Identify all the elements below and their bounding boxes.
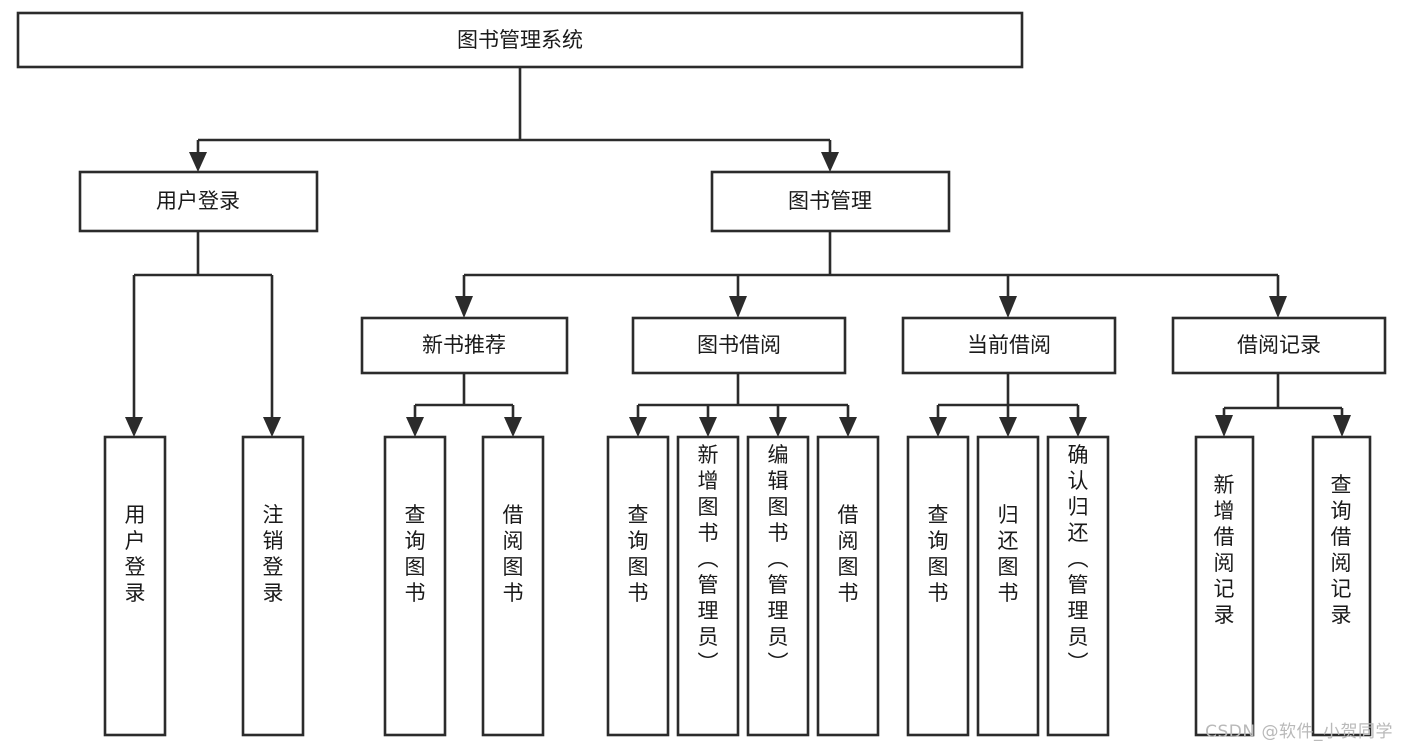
node-leaf-add-book[interactable]: 新增图书︵管理员︶ xyxy=(676,435,740,737)
node-leaf-borrow-book-1-label: 借阅图书 xyxy=(503,503,524,605)
node-leaf-user-logout-box[interactable] xyxy=(241,435,305,737)
node-leaf-query-record-box[interactable] xyxy=(1311,435,1372,737)
connector-borrow-to-leaves xyxy=(636,373,850,423)
node-root-label: 图书管理系统 xyxy=(457,28,583,52)
node-leaf-confirm-return-label: 确认归还︵管理员︶ xyxy=(1068,443,1089,675)
node-leaf-query-record[interactable]: 查询借阅记录 xyxy=(1311,435,1372,737)
arrow-head-leaf-return-book xyxy=(999,417,1017,437)
node-leaf-add-record[interactable]: 新增借阅记录 xyxy=(1194,435,1255,737)
node-leaf-edit-book-box[interactable] xyxy=(746,435,810,737)
node-leaf-query-record-label: 查询借阅记录 xyxy=(1331,473,1352,627)
node-leaf-return-book-label: 归还图书 xyxy=(998,503,1019,605)
arrow-head-leaf-confirm-return xyxy=(1069,417,1087,437)
node-leaf-borrow-book-2[interactable]: 借阅图书 xyxy=(816,435,880,737)
node-leaf-query-book-3-label: 查询图书 xyxy=(928,503,949,605)
arrow-head-leaf-add-record xyxy=(1215,415,1233,437)
node-current-borrow[interactable]: 当前借阅 xyxy=(901,316,1117,375)
node-leaf-add-record-label: 新增借阅记录 xyxy=(1214,473,1235,627)
node-leaf-user-login-box[interactable] xyxy=(103,435,167,737)
node-leaf-query-book-1-label: 查询图书 xyxy=(405,503,426,605)
arrow-head-leaf-query-book-1 xyxy=(406,417,424,437)
arrow-head-book-management xyxy=(821,152,839,172)
arrow-head-book-borrow xyxy=(729,296,747,318)
node-borrow-record[interactable]: 借阅记录 xyxy=(1171,316,1387,375)
connector-current-to-leaves xyxy=(936,373,1080,423)
node-leaf-query-book-2-label: 查询图书 xyxy=(628,503,649,605)
arrow-head-user-login xyxy=(189,152,207,172)
arrow-head-leaf-query-book-2 xyxy=(629,417,647,437)
arrow-head-leaf-add-book xyxy=(699,417,717,437)
node-borrow-record-label: 借阅记录 xyxy=(1237,333,1321,357)
node-leaf-user-login-label: 用户登录 xyxy=(125,503,146,605)
node-leaf-borrow-book-2-label: 借阅图书 xyxy=(838,503,859,605)
arrow-head-new-book-recommend xyxy=(455,296,473,318)
node-leaf-return-book[interactable]: 归还图书 xyxy=(976,435,1040,737)
node-book-management[interactable]: 图书管理 xyxy=(710,170,951,233)
connector-userlogin-to-leaves xyxy=(132,231,274,423)
node-leaf-user-logout[interactable]: 注销登录 xyxy=(241,435,305,737)
node-leaf-query-book-2-box[interactable] xyxy=(606,435,670,737)
arrow-head-leaf-borrow-book-2 xyxy=(839,417,857,437)
node-leaf-confirm-return-box[interactable] xyxy=(1046,435,1110,737)
node-leaf-query-book-1-box[interactable] xyxy=(383,435,447,737)
node-leaf-user-login[interactable]: 用户登录 xyxy=(103,435,167,737)
connector-bookmgmt-to-level2 xyxy=(462,231,1280,302)
node-user-login-box[interactable] xyxy=(78,170,319,233)
arrow-head-leaf-user-logout xyxy=(263,417,281,437)
node-leaf-edit-book[interactable]: 编辑图书︵管理员︶ xyxy=(746,435,810,737)
node-new-book-recommend-box[interactable] xyxy=(360,316,569,375)
node-user-login[interactable]: 用户登录 xyxy=(78,170,319,233)
node-leaf-borrow-book-1-box[interactable] xyxy=(481,435,545,737)
node-book-management-label: 图书管理 xyxy=(788,189,872,213)
arrow-head-leaf-query-book-3 xyxy=(929,417,947,437)
node-current-borrow-label: 当前借阅 xyxy=(967,333,1051,357)
node-book-borrow-box[interactable] xyxy=(631,316,847,375)
connector-root-to-level1 xyxy=(196,67,832,158)
node-leaf-return-book-box[interactable] xyxy=(976,435,1040,737)
node-book-borrow[interactable]: 图书借阅 xyxy=(631,316,847,375)
connector-record-to-leaves xyxy=(1222,373,1344,423)
arrow-head-leaf-edit-book xyxy=(769,417,787,437)
node-leaf-borrow-book-1[interactable]: 借阅图书 xyxy=(481,435,545,737)
node-leaf-query-book-3[interactable]: 查询图书 xyxy=(906,435,970,737)
node-leaf-query-book-3-box[interactable] xyxy=(906,435,970,737)
node-current-borrow-box[interactable] xyxy=(901,316,1117,375)
arrow-head-borrow-record xyxy=(1269,296,1287,318)
node-book-borrow-label: 图书借阅 xyxy=(697,333,781,357)
csdn-watermark: CSDN @软件_小贺同学 xyxy=(1205,722,1393,742)
arrow-head-leaf-query-record xyxy=(1333,415,1351,437)
node-leaf-user-logout-label: 注销登录 xyxy=(263,503,284,605)
node-leaf-borrow-book-2-box[interactable] xyxy=(816,435,880,737)
node-borrow-record-box[interactable] xyxy=(1171,316,1387,375)
node-leaf-confirm-return[interactable]: 确认归还︵管理员︶ xyxy=(1046,435,1110,737)
node-new-book-recommend-label: 新书推荐 xyxy=(422,333,506,357)
node-leaf-query-book-1[interactable]: 查询图书 xyxy=(383,435,447,737)
node-new-book-recommend[interactable]: 新书推荐 xyxy=(360,316,569,375)
node-user-login-label: 用户登录 xyxy=(156,189,240,213)
node-book-management-box[interactable] xyxy=(710,170,951,233)
node-leaf-add-record-box[interactable] xyxy=(1194,435,1255,737)
node-leaf-add-book-box[interactable] xyxy=(676,435,740,737)
node-root[interactable]: 图书管理系统 xyxy=(16,11,1024,69)
connector-layer xyxy=(125,67,1351,437)
connector-recommend-to-leaves xyxy=(413,373,515,423)
arrow-head-leaf-borrow-book-1 xyxy=(504,417,522,437)
node-leaf-add-book-label: 新增图书︵管理员︶ xyxy=(698,443,719,675)
node-leaf-edit-book-label: 编辑图书︵管理员︶ xyxy=(768,443,789,675)
arrow-head-leaf-user-login xyxy=(125,417,143,437)
node-leaf-query-book-2[interactable]: 查询图书 xyxy=(606,435,670,737)
node-root-box[interactable] xyxy=(16,11,1024,69)
arrow-head-current-borrow xyxy=(999,296,1017,318)
